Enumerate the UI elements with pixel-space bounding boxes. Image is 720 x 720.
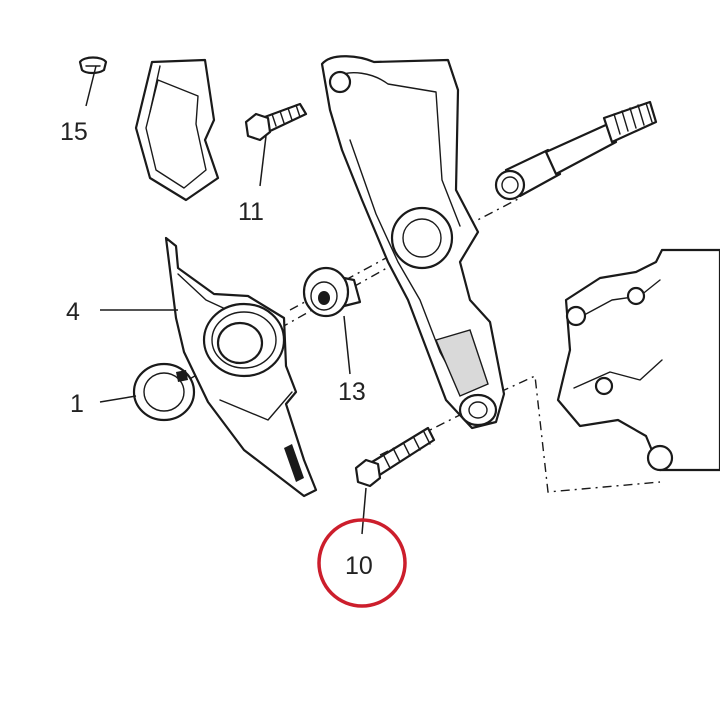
pivot-pin	[494, 100, 658, 201]
bolt-11	[244, 102, 308, 142]
bolt-10	[354, 426, 436, 488]
right-frame-bracket	[556, 248, 720, 472]
main-hanger-bracket	[320, 55, 506, 430]
callout-13: 13	[338, 378, 366, 406]
callout-11: 11	[238, 198, 264, 226]
callout-1: 1	[70, 390, 84, 418]
part-4-heel-guard	[164, 236, 318, 498]
callout-10: 10	[345, 552, 373, 580]
callout-4: 4	[66, 298, 80, 326]
callout-15: 15	[60, 118, 88, 146]
highlight-ring	[317, 518, 407, 608]
leader-lines	[85, 65, 367, 535]
part-1-washer	[132, 362, 196, 422]
upper-left-bracket	[134, 58, 220, 202]
part-13-bushing	[302, 266, 362, 318]
part-15-fastener	[78, 56, 108, 75]
